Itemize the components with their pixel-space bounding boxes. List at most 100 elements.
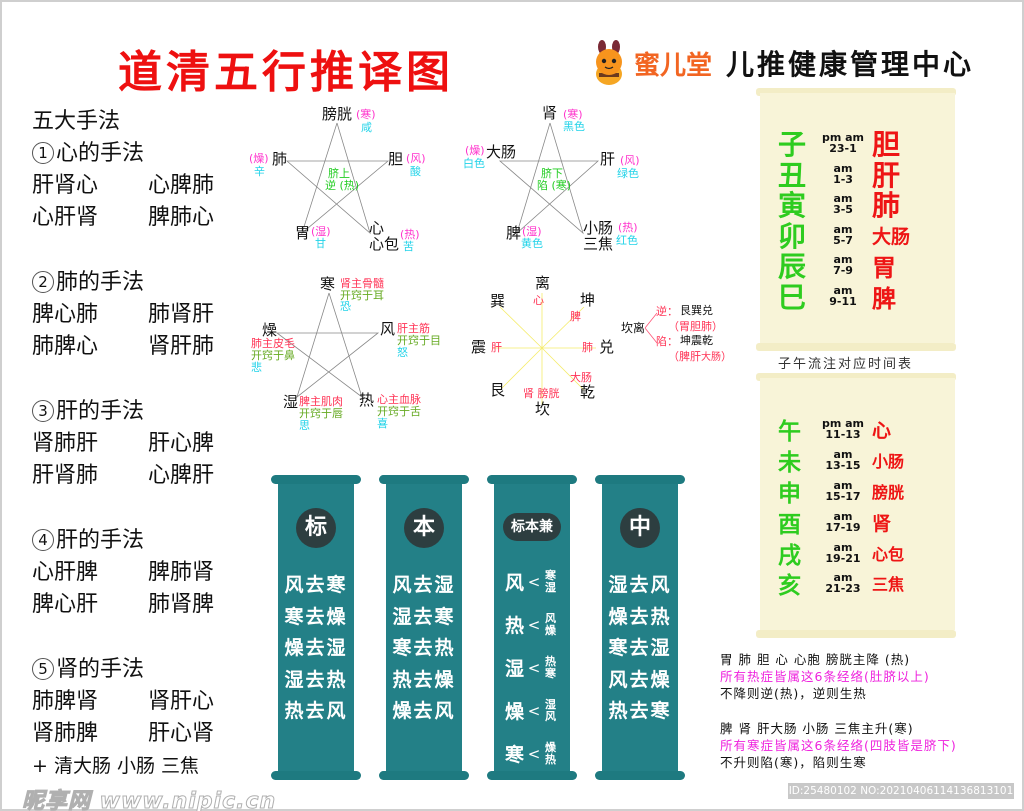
sequence: 肝心脾 xyxy=(148,431,215,456)
organ-function: 脾主肌肉 xyxy=(299,395,343,408)
scroll-line: 燥去风 xyxy=(392,700,456,722)
scroll-line: 风去寒 xyxy=(284,574,348,596)
note-line-highlight: 所有热症皆属这6条经络(肚脐以上) xyxy=(720,669,930,684)
trigram-organ: 脾 xyxy=(570,310,581,323)
ni-label: 逆： xyxy=(656,305,678,318)
sequence: 脾心肝 xyxy=(32,592,99,617)
brand-header: 蜜儿堂 儿推健康管理中心 xyxy=(590,40,974,86)
taste-label: 酸 xyxy=(410,165,421,178)
ziwu-lower-panel xyxy=(760,378,955,630)
qi-label: (湿) xyxy=(522,225,542,238)
section-number: 5 xyxy=(32,658,54,680)
xian-value: 坤震乾 xyxy=(680,334,713,347)
scroll-badge: 本 xyxy=(404,508,444,548)
trigram-organ: 大肠 xyxy=(570,371,592,384)
qi-label: (热) xyxy=(400,228,420,241)
node-label: 三焦 xyxy=(583,235,614,253)
section-number: 2 xyxy=(32,271,54,293)
trigram-gen: 艮 xyxy=(490,381,506,399)
bagua-diagram: 离 心 巽 坤 脾 震 肝 肺 兑 大肠 乾 艮 肾 膀胱 坎 坎离 逆： 艮巽… xyxy=(460,265,740,425)
emotion-label: 喜 xyxy=(377,417,388,430)
scroll-badge: 中 xyxy=(620,508,660,548)
brand-name: 蜜儿堂 xyxy=(634,50,713,81)
mix-row: 湿<热寒 xyxy=(505,654,556,680)
node-label: 燥 xyxy=(262,321,278,339)
brand-subtitle: 儿推健康管理中心 xyxy=(726,48,975,81)
node-label: 肝 xyxy=(600,150,616,168)
scroll-line: 湿去风 xyxy=(608,574,672,596)
sequence: 脾肺心 xyxy=(148,205,215,230)
trigram-kan: 坎 xyxy=(535,400,551,418)
node-label: 心包 xyxy=(369,235,400,253)
node-label: 大肠 xyxy=(486,143,517,161)
node-label: 胃 xyxy=(295,224,311,242)
section-title: 肾的手法 xyxy=(56,657,145,682)
organ-function: 肺主皮毛 xyxy=(251,337,295,350)
trigram-li: 离 xyxy=(535,274,551,292)
sequence: 肺脾心 xyxy=(32,334,99,359)
trigram-organ: 肺 xyxy=(582,341,593,354)
note-line: 不升则陷(寒)，陷则生寒 xyxy=(720,755,867,770)
xian-organs: （脾肝大肠） xyxy=(668,350,732,363)
kanli-label: 坎离 xyxy=(621,321,646,335)
ni-organs: （胃胆肺） xyxy=(668,320,723,333)
sequence: 脾肺肾 xyxy=(148,560,215,585)
scroll-rod xyxy=(756,373,956,381)
trigram-organ: 肾 膀胱 xyxy=(523,387,560,400)
node-label: 胆 xyxy=(388,150,404,168)
trigram-kun: 坤 xyxy=(580,291,596,309)
pentagram-lines xyxy=(275,292,380,399)
color-label: 红色 xyxy=(616,234,638,247)
trigram-organ: 肝 xyxy=(491,341,502,354)
orifice-label: 开窍于目 xyxy=(397,334,441,347)
section-number: 3 xyxy=(32,400,54,422)
color-label: 黄色 xyxy=(521,237,543,250)
emotion-label: 悲 xyxy=(251,361,262,374)
scroll-line: 燥去湿 xyxy=(284,637,348,659)
section-title: 心的手法 xyxy=(56,141,145,166)
scroll-line: 热去风 xyxy=(284,700,348,722)
trigram-xun: 巽 xyxy=(490,292,506,310)
pentagram-lines xyxy=(498,122,600,235)
node-label: 小肠 xyxy=(583,219,614,237)
ni-value: 艮巽兑 xyxy=(680,304,713,317)
color-label: 黑色 xyxy=(563,120,585,133)
orifice-label: 开窍于耳 xyxy=(340,289,384,302)
mix-row: 燥<湿风 xyxy=(505,697,556,723)
qi-label: (燥) xyxy=(465,144,485,157)
sequence: 肺脾肾 xyxy=(32,689,99,714)
sequence: 心肝肾 xyxy=(32,205,99,230)
note-line: 胃 肺 胆 心 心胞 膀胱主降 (热) xyxy=(720,652,911,667)
trigram-zhen: 震 xyxy=(471,338,487,356)
node-label: 心 xyxy=(369,219,385,237)
note-line: 脾 肾 肝大肠 小肠 三焦主升(寒) xyxy=(720,721,914,736)
sequence: 肾肺肝 xyxy=(32,431,99,456)
section-number: 4 xyxy=(32,529,54,551)
qi-label: (风) xyxy=(620,154,640,167)
sequence: 心脾肝 xyxy=(148,463,215,488)
scroll-line: 湿去热 xyxy=(284,668,348,691)
sequence: 肝肾心 xyxy=(32,173,99,198)
note-line-highlight: 所有寒症皆属这6条经络(四肢皆是脐下) xyxy=(720,738,957,753)
meridian-notes: 胃 肺 胆 心 心胞 膀胱主降 (热) 所有热症皆属这6条经络(肚脐以上) 不降… xyxy=(720,651,957,771)
section-number: 1 xyxy=(32,142,54,164)
watermark-logo: 昵享网 www.nipic.cn xyxy=(21,789,277,811)
emotion-label: 怒 xyxy=(397,346,408,359)
color-label: 绿色 xyxy=(617,167,639,180)
scroll-line: 寒去湿 xyxy=(608,637,672,659)
scroll-line: 热去寒 xyxy=(608,700,672,722)
taste-label: 甘 xyxy=(315,237,326,250)
center-label: 脐上 xyxy=(328,167,350,180)
